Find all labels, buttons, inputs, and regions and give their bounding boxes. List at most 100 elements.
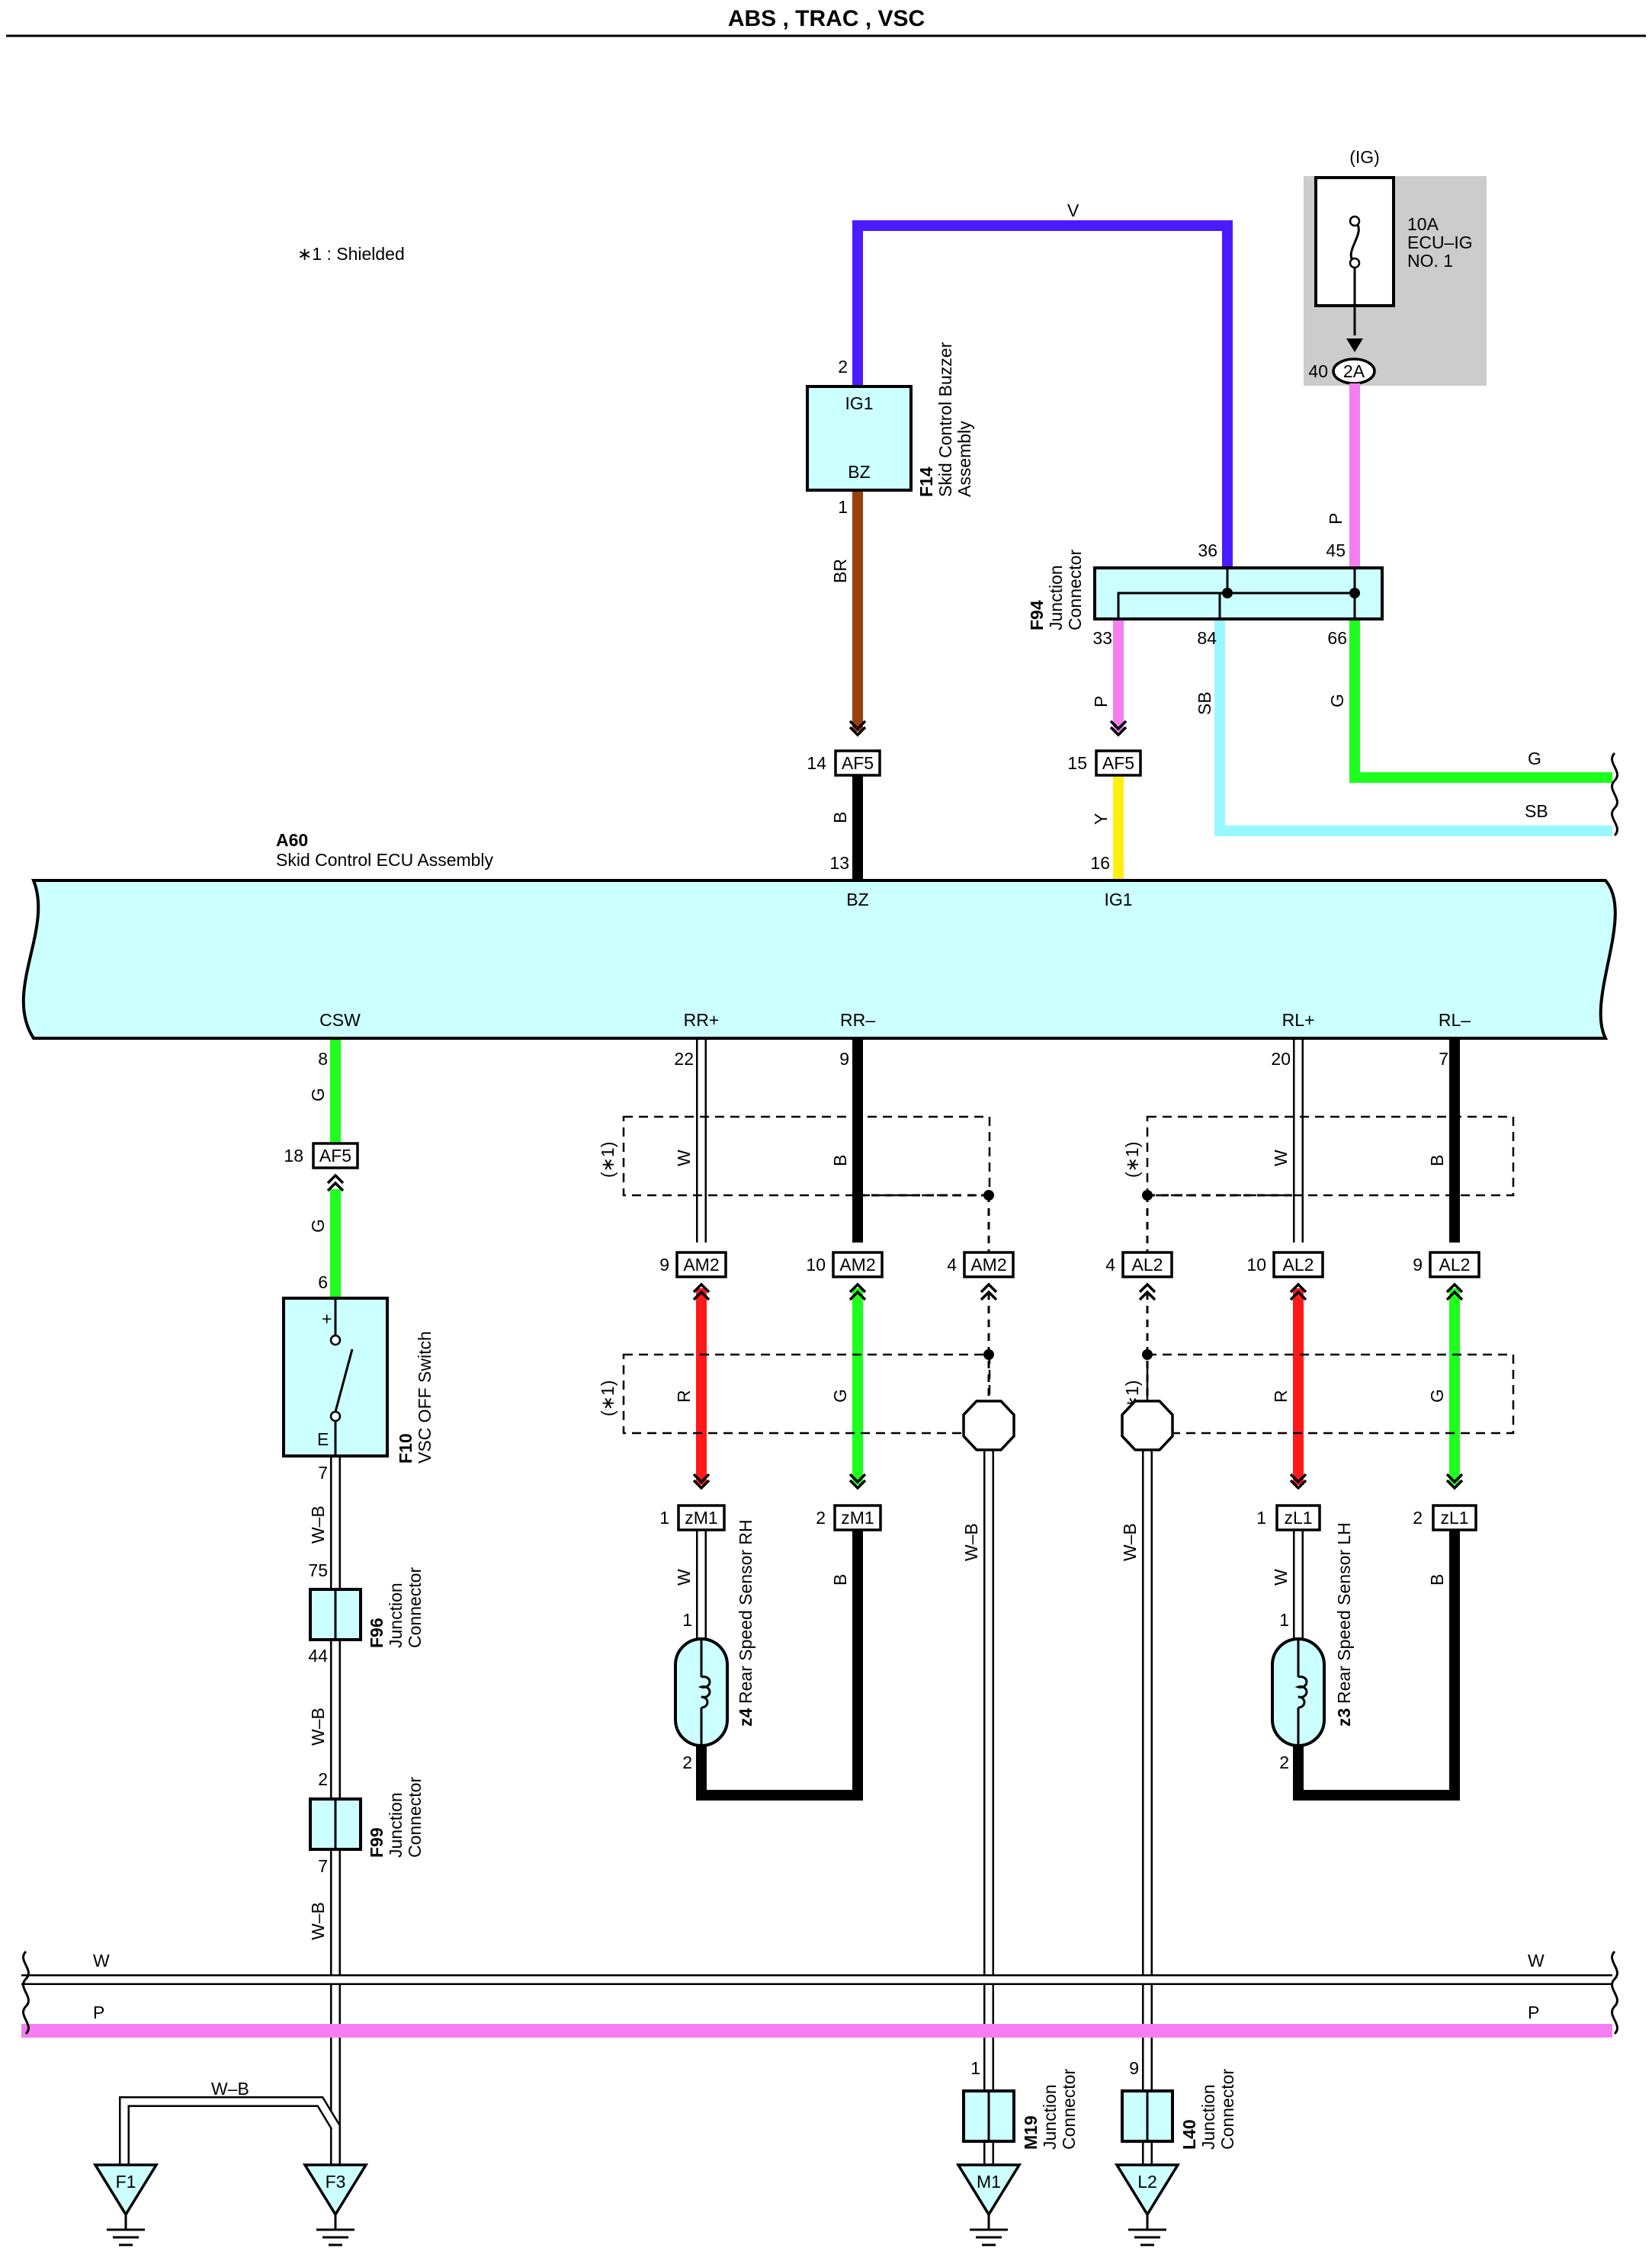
svg-text:9: 9 — [1129, 2058, 1139, 2078]
skid-control-buzzer: IG1 BZ 2 1 F14 Skid Control Buzzer Assem… — [806, 342, 974, 517]
svg-text:NO. 1: NO. 1 — [1407, 251, 1453, 271]
ground-m1: M1 — [955, 2163, 1022, 2246]
svg-text:B: B — [830, 1155, 850, 1166]
svg-text:1: 1 — [1256, 1508, 1266, 1528]
connector-al2-4: AL2 4 — [1105, 1251, 1173, 1301]
svg-text:Connector: Connector — [1065, 550, 1085, 630]
svg-text:W–B: W–B — [211, 2079, 249, 2099]
svg-text:(∗1): (∗1) — [1122, 1142, 1142, 1178]
fuse-block: (IG) 10A ECU–IG NO. 1 2A 40 — [1304, 147, 1487, 386]
junction-connector-f94: F94 Junction Connector 36 45 33 84 66 — [1027, 540, 1384, 648]
svg-text:z4: z4 — [736, 1708, 755, 1727]
shield-lh-upper: (∗1) — [1122, 1115, 1515, 1201]
ground-f1: F1 — [92, 2163, 159, 2246]
svg-text:Connector: Connector — [1217, 2069, 1237, 2150]
svg-text:F94: F94 — [1027, 600, 1047, 630]
svg-text:Junction: Junction — [1040, 2084, 1060, 2150]
connector-zl1-1: zL1 1 — [1256, 1473, 1321, 1531]
svg-text:B: B — [1427, 1155, 1447, 1166]
svg-text:zL1: zL1 — [1440, 1508, 1468, 1528]
page-title: ABS , TRAC , VSC — [728, 6, 925, 31]
svg-text:10: 10 — [1246, 1255, 1266, 1275]
svg-text:9: 9 — [659, 1255, 669, 1275]
svg-text:22: 22 — [674, 1049, 694, 1069]
connector-am2-10: AM2 10 — [806, 1251, 884, 1301]
svg-text:SB: SB — [1525, 801, 1548, 821]
svg-text:B: B — [830, 1574, 850, 1586]
svg-text:zM1: zM1 — [841, 1508, 874, 1528]
svg-text:15: 15 — [1067, 753, 1087, 773]
junction-connector-f99: 2 7 F99 Junction Connector — [309, 1769, 425, 1876]
svg-text:1: 1 — [970, 2058, 980, 2078]
svg-text:Y: Y — [1091, 813, 1111, 825]
shield-splice-rh — [962, 1400, 1015, 1451]
coil-icon — [698, 1676, 711, 1709]
svg-text:AM2: AM2 — [839, 1255, 875, 1275]
svg-text:F1: F1 — [116, 2172, 136, 2192]
svg-text:6: 6 — [318, 1272, 328, 1292]
svg-text:AF5: AF5 — [1102, 753, 1134, 773]
svg-text:Junction: Junction — [386, 1792, 406, 1858]
svg-text:7: 7 — [318, 1463, 328, 1483]
svg-text:F14: F14 — [916, 467, 936, 497]
svg-text:4: 4 — [1105, 1255, 1115, 1275]
svg-text:F10: F10 — [396, 1433, 415, 1464]
svg-text:RR–: RR– — [840, 1010, 875, 1030]
svg-text:G: G — [308, 1088, 328, 1102]
svg-text:AL2: AL2 — [1439, 1255, 1471, 1275]
svg-text:Skid Control Buzzer: Skid Control Buzzer — [935, 342, 955, 497]
connector-af5-14: AF5 14 — [807, 720, 881, 777]
svg-text:CSW: CSW — [319, 1010, 361, 1030]
connector-zm1-1: zM1 1 — [659, 1473, 726, 1531]
connector-zm1-2: zM1 2 — [816, 1473, 882, 1531]
svg-text:F96: F96 — [367, 1618, 387, 1648]
wire-b-z3 — [1293, 1528, 1460, 1801]
junction-connector-f96: 75 44 F96 Junction Connector — [308, 1560, 425, 1666]
connector-af5-18: AF5 18 — [284, 1142, 359, 1192]
svg-text:B: B — [830, 812, 850, 823]
svg-text:RL–: RL– — [1439, 1010, 1471, 1030]
svg-text:G: G — [830, 1389, 850, 1403]
svg-text:W: W — [674, 1569, 694, 1586]
svg-text:P: P — [1326, 513, 1346, 524]
svg-text:1: 1 — [682, 1610, 692, 1630]
connector-af5-15: AF5 15 — [1067, 720, 1142, 777]
svg-text:16: 16 — [1090, 853, 1110, 873]
svg-text:2: 2 — [1279, 1753, 1289, 1772]
junction-connector-m19: 1 M19 Junction Connector — [962, 2058, 1079, 2150]
wire-b-z4 — [696, 1528, 863, 1801]
svg-text:BZ: BZ — [848, 462, 870, 482]
svg-text:Rear Speed Sensor RH: Rear Speed Sensor RH — [736, 1519, 755, 1704]
rear-speed-sensor-rh: 1 2 z4 Rear Speed Sensor RH — [674, 1519, 755, 1772]
svg-text:40: 40 — [1308, 361, 1328, 381]
svg-text:4: 4 — [947, 1255, 957, 1275]
svg-text:SB: SB — [1195, 691, 1214, 715]
svg-text:z3: z3 — [1334, 1708, 1354, 1727]
svg-text:75: 75 — [308, 1560, 328, 1580]
svg-text:(∗1): (∗1) — [598, 1142, 617, 1178]
svg-text:66: 66 — [1327, 628, 1347, 648]
svg-text:45: 45 — [1326, 540, 1346, 560]
svg-text:W: W — [1271, 1569, 1291, 1586]
ground-l2: L2 — [1114, 2163, 1181, 2246]
svg-text:AL2: AL2 — [1132, 1255, 1163, 1275]
svg-text:G: G — [308, 1219, 328, 1233]
svg-text:1: 1 — [1279, 1610, 1289, 1630]
svg-text:8: 8 — [318, 1049, 328, 1069]
svg-text:20: 20 — [1271, 1049, 1291, 1069]
svg-text:W: W — [674, 1150, 694, 1166]
svg-text:P: P — [93, 2003, 104, 2022]
bus-break-marks — [22, 752, 1618, 2035]
svg-text:G: G — [1327, 694, 1347, 707]
svg-text:9: 9 — [1413, 1255, 1423, 1275]
svg-text:2: 2 — [816, 1508, 826, 1528]
svg-text:1: 1 — [659, 1508, 669, 1528]
svg-text:Connector: Connector — [405, 1777, 425, 1858]
svg-text:2: 2 — [1413, 1508, 1423, 1528]
svg-text:(∗1): (∗1) — [598, 1381, 617, 1416]
svg-text:L40: L40 — [1179, 2119, 1199, 2150]
svg-text:Connector: Connector — [1059, 2069, 1079, 2150]
svg-text:M19: M19 — [1021, 2115, 1041, 2150]
svg-text:L2: L2 — [1137, 2172, 1157, 2192]
svg-text:G: G — [1427, 1389, 1447, 1403]
